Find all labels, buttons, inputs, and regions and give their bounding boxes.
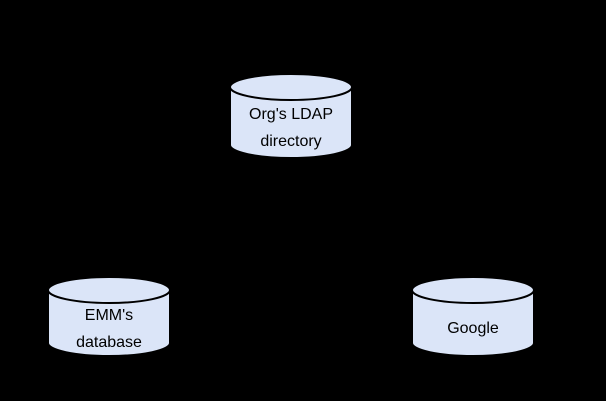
database-cylinder-icon [411, 276, 535, 357]
node-label-line: Google [447, 320, 499, 337]
node-label-line: Org's LDAP [249, 106, 333, 123]
node-label-line: directory [260, 133, 322, 150]
database-cylinder-icon [229, 73, 353, 159]
node-emm-database: EMM's database [47, 276, 171, 357]
cylinder-body [229, 87, 353, 159]
database-cylinder-icon [47, 276, 171, 357]
node-label: Org's LDAP directory [229, 99, 353, 157]
cylinder-body [47, 290, 171, 357]
node-label: Google [411, 302, 535, 355]
node-label-line: database [76, 333, 142, 351]
node-google: Google [411, 276, 535, 357]
node-label: EMM's database [47, 302, 171, 355]
node-label-line: EMM's [84, 306, 134, 324]
cylinder-top [47, 276, 171, 304]
node-ldap-directory: Org's LDAP directory [229, 73, 353, 159]
cylinder-top [229, 73, 353, 101]
cylinder-top [411, 276, 535, 304]
cylinder-body [411, 290, 535, 357]
